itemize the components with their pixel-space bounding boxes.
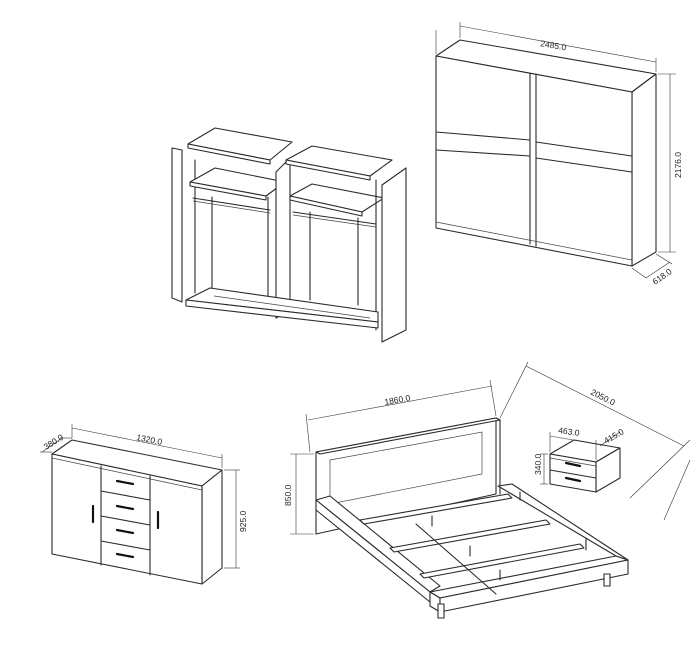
- wardrobe-depth-label: 618.0: [650, 266, 673, 287]
- nightstand-width-label: 463.0: [558, 425, 581, 438]
- bed-width-label: 1860.0: [384, 393, 412, 407]
- sideboard: 1320.0 380.0 925.0: [40, 424, 248, 585]
- sliding-wardrobe: 2485.0 2176.0 618.0: [435, 22, 683, 287]
- open-wardrobe-interior-view: [171, 127, 407, 343]
- sideboard-height-label: 925.0: [238, 510, 248, 532]
- wardrobe-width-label: 2485.0: [540, 38, 568, 52]
- bed: 1860.0 850.0 2050.0: [283, 361, 691, 619]
- sideboard-width-label: 1320.0: [136, 432, 164, 447]
- wardrobe-height-label: 2176.0: [673, 152, 683, 178]
- bed-length-label: 2050.0: [589, 387, 617, 408]
- nightstand: 463.0 415.0 340.0: [533, 425, 626, 493]
- nightstand-height-label: 340.0: [533, 453, 543, 475]
- nightstand-depth-label: 415.0: [602, 426, 626, 445]
- bed-headboard-height-label: 850.0: [283, 484, 293, 506]
